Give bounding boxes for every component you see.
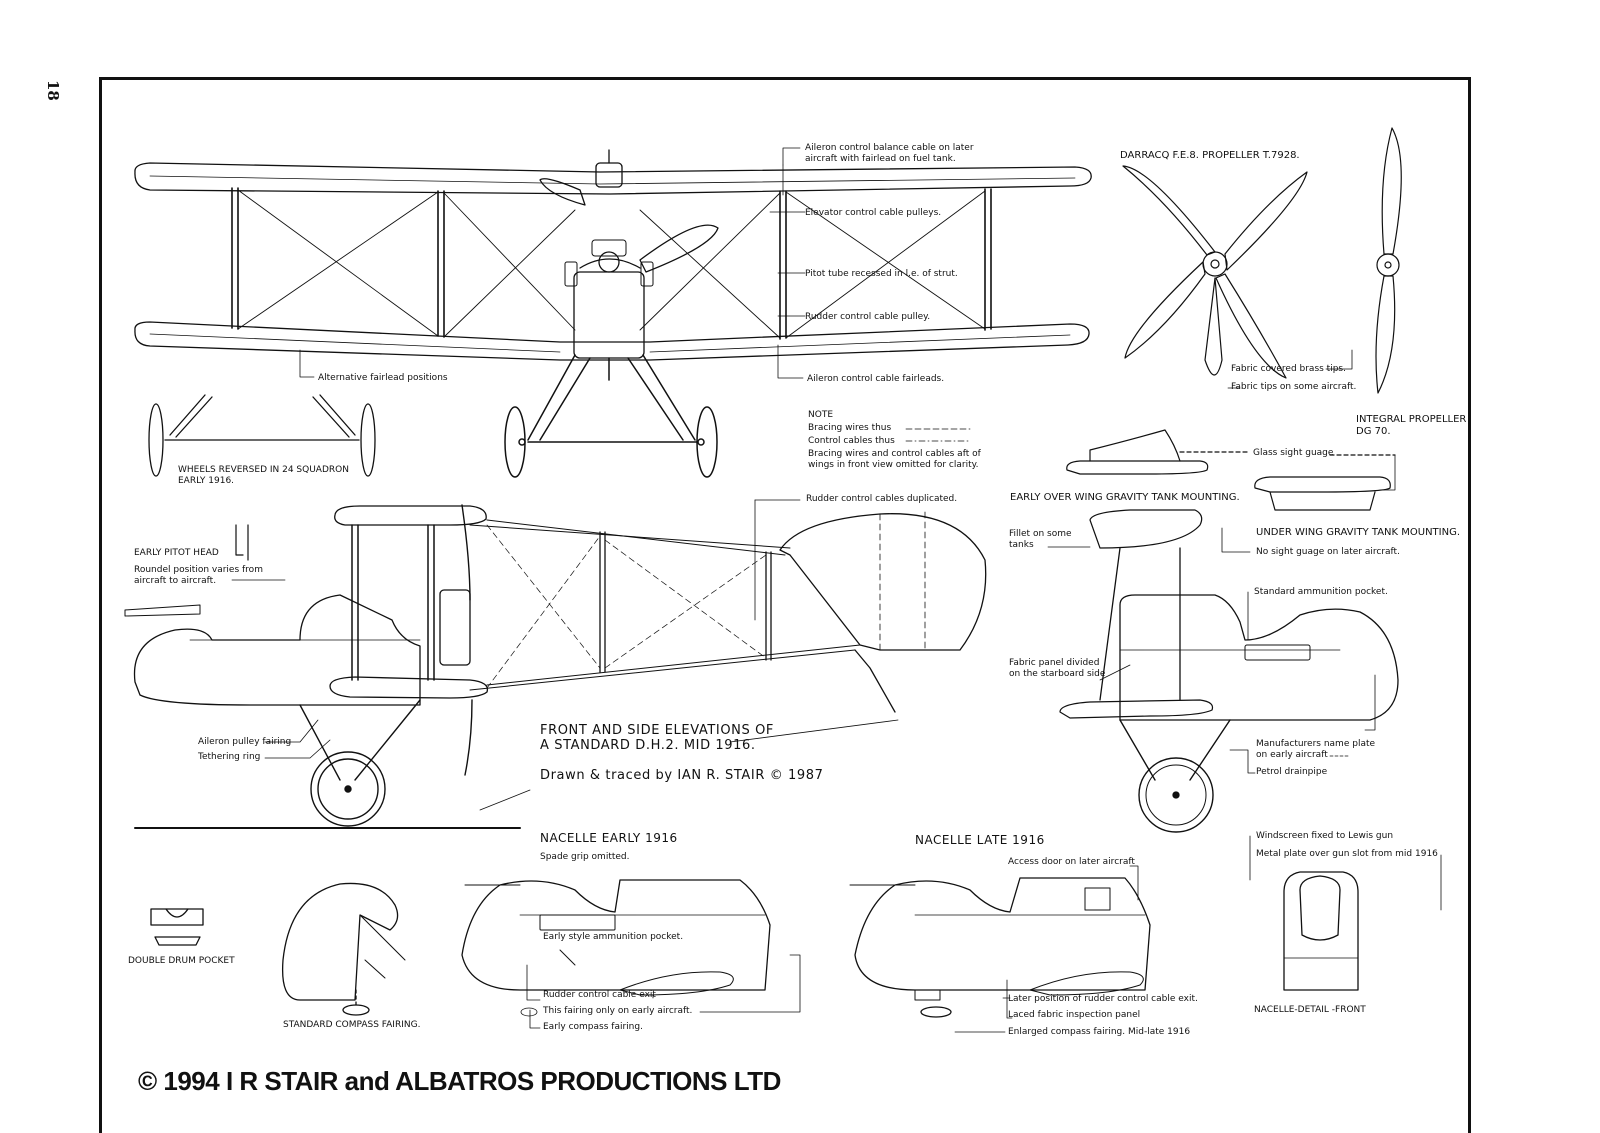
fillet-callout: Fillet on some tanks — [1009, 529, 1072, 550]
nacelle-front — [574, 272, 644, 358]
side-lower-wing — [330, 677, 487, 698]
nacelle-front-detail-drawing — [1250, 836, 1441, 990]
side-undercarriage — [300, 700, 420, 826]
drawing-credit: Drawn & traced by IAN R. STAIR © 1987 — [540, 768, 824, 783]
rudder-pulley-callout: Rudder control cable pulley. — [805, 312, 931, 322]
nacelle-early-title: NACELLE EARLY 1916 — [540, 831, 678, 845]
alternative-fairlead-callout: Alternative fairlead positions — [318, 373, 448, 383]
pusher-propeller-blade — [640, 225, 718, 272]
side-elevation — [125, 500, 986, 828]
darracq-propeller-title: DARRACQ F.E.8. PROPELLER T.7928. — [1120, 150, 1300, 161]
rudder-exit-callout: Rudder control cable exit — [543, 990, 656, 1000]
access-door-callout: Access door on later aircraft — [1008, 857, 1135, 867]
fabric-panel-callout: Fabric panel divided on the starboard si… — [1009, 658, 1106, 679]
rudder-fin — [780, 514, 986, 650]
legend-control: Control cables thus — [808, 436, 895, 446]
rudder-cables-callout: Rudder control cables duplicated. — [806, 494, 958, 504]
no-gauge-callout: No sight guage on later aircraft. — [1256, 547, 1400, 557]
drawing-frame — [99, 77, 1471, 1133]
laced-panel-callout: Laced fabric inspection panel — [1008, 1010, 1141, 1020]
side-upper-wing — [335, 506, 486, 525]
legend-bracing: Bracing wires thus — [808, 423, 892, 433]
brass-tips-callout: Fabric covered brass tips. — [1231, 364, 1346, 374]
over-wing-gravity-tank — [1067, 430, 1250, 474]
tethering-ring-callout: Tethering ring — [198, 752, 261, 762]
fairing-early-callout: This fairing only on early aircraft. — [543, 1006, 693, 1016]
enlarged-compass-callout: Enlarged compass fairing. Mid-late 1916 — [1008, 1027, 1191, 1037]
legend-line-samples — [906, 429, 970, 441]
spade-grip-callout: Spade grip omitted. — [540, 852, 630, 862]
aileron-balance-callout: Aileron control balance cable on later a… — [805, 143, 974, 164]
nacelle-front-title: NACELLE-DETAIL -FRONT — [1254, 1005, 1366, 1015]
fabric-tips-callout: Fabric tips on some aircraft. — [1231, 382, 1357, 392]
standard-pocket-callout: Standard ammunition pocket. — [1254, 587, 1388, 597]
metal-plate-callout: Metal plate over gun slot from mid 1916 — [1256, 849, 1438, 859]
bracing-wires — [238, 190, 985, 338]
lower-wing — [135, 322, 1089, 360]
petrol-drain-callout: Petrol drainpipe — [1256, 767, 1328, 777]
under-wing-gravity-tank — [1255, 455, 1395, 510]
front-undercarriage — [505, 355, 717, 477]
integral-propeller-title: INTEGRAL PROPELLER DG 70. — [1356, 414, 1467, 437]
over-wing-tank-title: EARLY OVER WING GRAVITY TANK MOUNTING. — [1010, 492, 1240, 503]
under-wing-tank-title: UNDER WING GRAVITY TANK MOUNTING. — [1256, 527, 1461, 538]
interplane-struts — [232, 188, 991, 339]
integral-propeller — [1376, 128, 1401, 393]
copyright-notice: © 1994 I R STAIR and ALBATROS PRODUCTION… — [138, 1066, 781, 1096]
double-drum-label: DOUBLE DRUM POCKET — [128, 956, 235, 966]
elevator-pulleys-callout: Elevator control cable pulleys. — [805, 208, 942, 218]
upper-wing — [135, 163, 1091, 194]
wheels-reversed-sketch — [149, 395, 375, 476]
early-pitot-head-icon — [236, 525, 248, 560]
nacelle-late-title: NACELLE LATE 1916 — [915, 833, 1045, 847]
legend-heading: NOTE — [808, 410, 834, 420]
windscreen-callout: Windscreen fixed to Lewis gun — [1256, 831, 1394, 841]
roundel-callout: Roundel position varies from aircraft to… — [134, 565, 263, 586]
compass-fairing-label: STANDARD COMPASS FAIRING. — [283, 1020, 421, 1030]
darracq-propeller — [1123, 166, 1307, 378]
standard-compass-fairing — [283, 883, 405, 1015]
title-line-2: A STANDARD D.H.2. MID 1916. — [540, 738, 756, 753]
pitot-tube-callout: Pitot tube recessed in l.e. of strut. — [805, 269, 958, 279]
early-pitot-label: EARLY PITOT HEAD — [134, 548, 219, 558]
manufacturer-plate-callout: Manufacturers name plate on early aircra… — [1256, 739, 1376, 760]
early-pocket-callout: Early style ammunition pocket. — [543, 932, 684, 942]
aileron-fairleads-callout: Aileron control cable fairleads. — [807, 374, 945, 384]
glass-gauge-callout: Glass sight guage — [1253, 448, 1334, 458]
early-compass-callout: Early compass fairing. — [543, 1022, 643, 1032]
tail-booms — [470, 520, 860, 690]
aileron-pulley-fairing-callout: Aileron pulley fairing — [198, 737, 292, 747]
nacelle-late-drawing — [850, 866, 1150, 1032]
title-line-1: FRONT AND SIDE ELEVATIONS OF — [540, 723, 774, 738]
wheels-reversed-note: WHEELS REVERSED IN 24 SQUADRON EARLY 191… — [178, 465, 349, 486]
side-nacelle — [135, 595, 421, 705]
later-exit-callout: Later position of rudder control cable e… — [1008, 994, 1198, 1004]
right-nacelle-detail — [1048, 510, 1398, 832]
nacelle-early-drawing — [462, 880, 800, 1028]
legend-omitted: Bracing wires and control cables aft of … — [808, 449, 981, 470]
front-elevation — [135, 148, 1091, 477]
double-drum-pocket-icon — [151, 909, 203, 945]
